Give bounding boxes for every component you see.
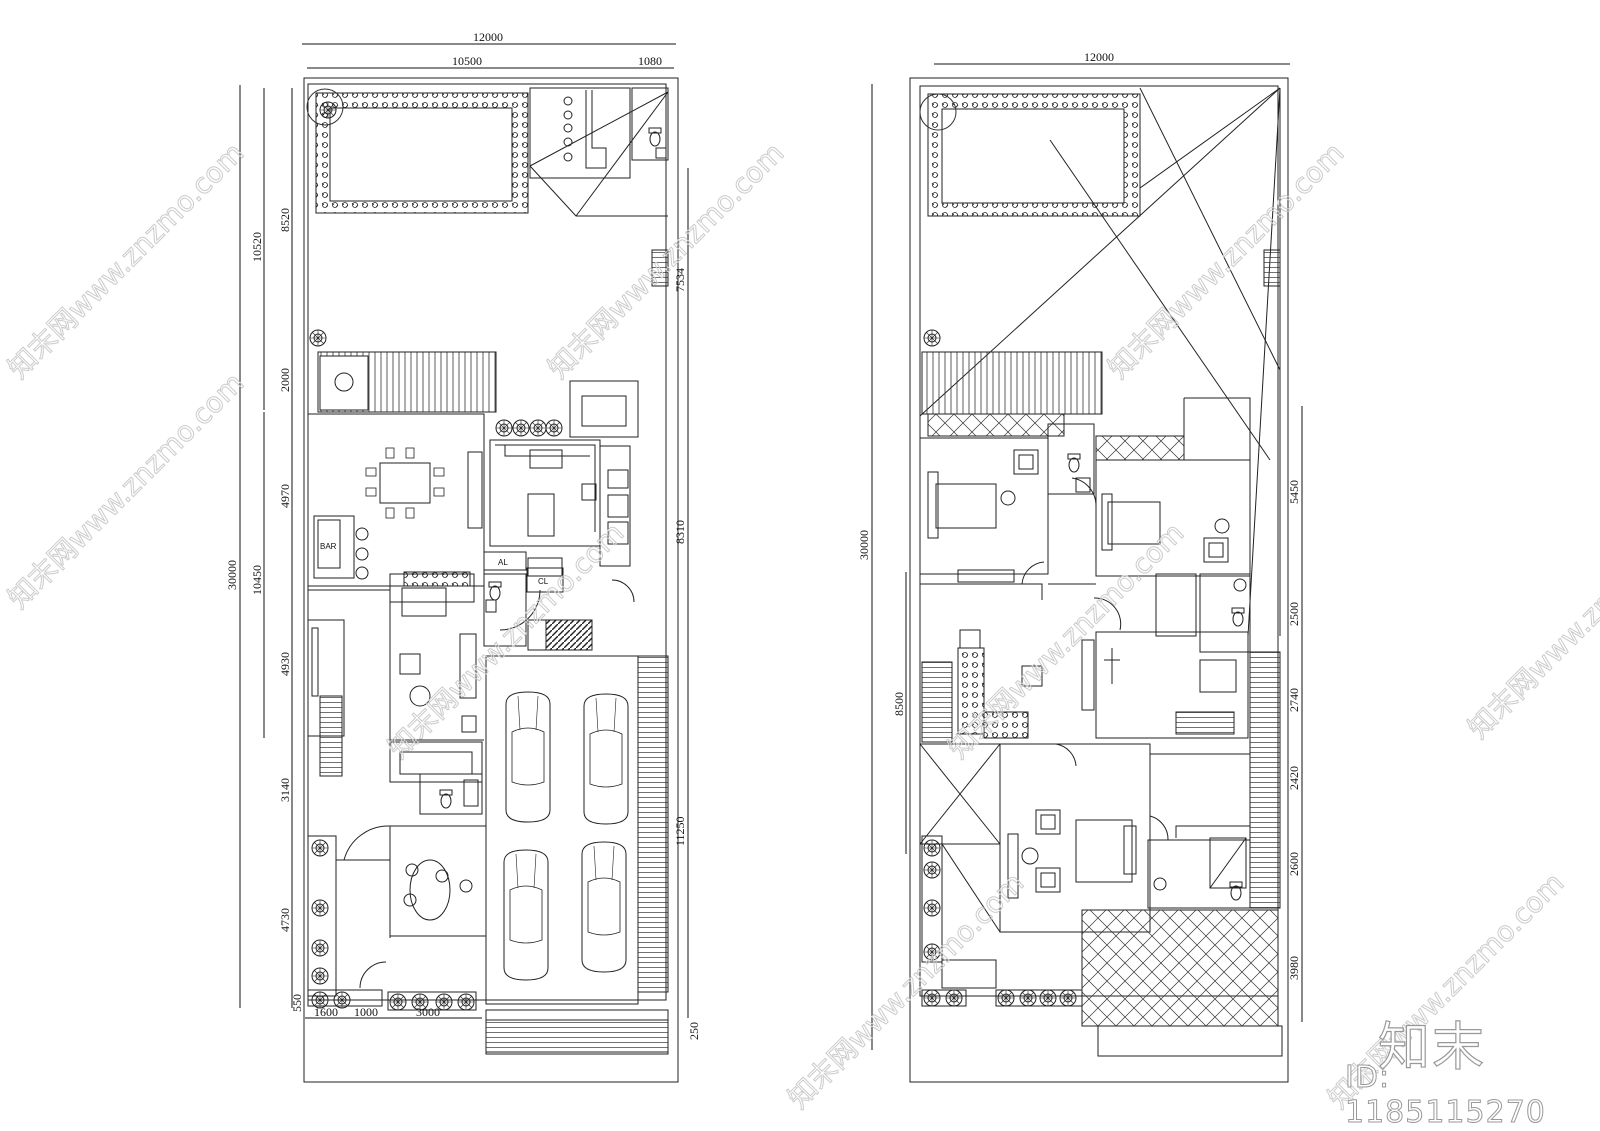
planter-row <box>495 419 563 437</box>
watermark-logo: 知末 <box>1377 1017 1487 1078</box>
dim-left-outer-2: 10450 <box>250 565 264 595</box>
dim-right-4: 250 <box>687 1022 701 1040</box>
dim-right-4: 2420 <box>1287 766 1301 790</box>
watermark-text: 知末网www.znzmo.com <box>782 866 1031 1115</box>
dim-bottom-3: 3000 <box>416 1005 440 1019</box>
room-label-al: AL <box>498 558 508 567</box>
dimension-lines <box>239 43 689 1019</box>
dim-left-total: 30000 <box>857 530 871 560</box>
dim-left-outer-1: 10520 <box>250 232 264 262</box>
dim-left-6: 4730 <box>278 908 292 932</box>
dim-left-1: 8500 <box>892 692 906 716</box>
ground-floor-plan <box>239 43 689 1083</box>
dim-left-1: 8520 <box>278 208 292 232</box>
dim-left-total: 30000 <box>225 560 239 590</box>
dim-left-3: 4970 <box>278 484 292 508</box>
upper-floor-dimension-labels: 12000 30000 8500 5450 2500 2740 2420 260… <box>857 50 1301 980</box>
dim-right-6: 3980 <box>1287 956 1301 980</box>
room-label-bar: BAR <box>320 542 337 551</box>
ground-floor-dimension-labels: 12000 10500 1080 30000 10520 10450 8520 … <box>225 30 701 1040</box>
dim-bottom-1: 1600 <box>314 1005 338 1019</box>
dim-top-total: 12000 <box>1084 50 1114 64</box>
room-label-cl: CL <box>538 577 549 586</box>
dim-right-3: 11250 <box>673 816 687 846</box>
watermark-text: 知末网www.znzmo.com <box>942 516 1191 765</box>
dim-right-2: 8310 <box>673 520 687 544</box>
watermark-text: 知末网www.znzmo.com <box>2 136 251 385</box>
upper-floor-plan <box>871 63 1303 1083</box>
dim-left-4: 4930 <box>278 652 292 676</box>
watermarks: 知末网www.znzmo.com 知末网www.znzmo.com 知末网www… <box>1 136 1600 1116</box>
dim-right-1: 5450 <box>1287 480 1301 504</box>
watermark-id: ID: 1185115270 <box>1345 1060 1546 1131</box>
dim-top-1: 10500 <box>452 54 482 68</box>
dim-left-5: 3140 <box>278 778 292 802</box>
dim-top-2: 1080 <box>638 54 662 68</box>
dim-right-2: 2500 <box>1287 602 1301 626</box>
dim-top-total: 12000 <box>473 30 503 44</box>
watermark-text: 知末网www.znzmo.com <box>2 366 251 615</box>
dim-left-2: 2000 <box>278 368 292 392</box>
dim-right-1: 7534 <box>673 268 687 292</box>
dim-left-7: 550 <box>290 994 304 1012</box>
dim-right-5: 2600 <box>1287 852 1301 876</box>
dim-bottom-2: 1000 <box>354 1005 378 1019</box>
dim-right-3: 2740 <box>1287 688 1301 712</box>
watermark-text: 知末网www.znzmo.com <box>1462 496 1600 745</box>
dimension-lines <box>871 63 1303 1050</box>
